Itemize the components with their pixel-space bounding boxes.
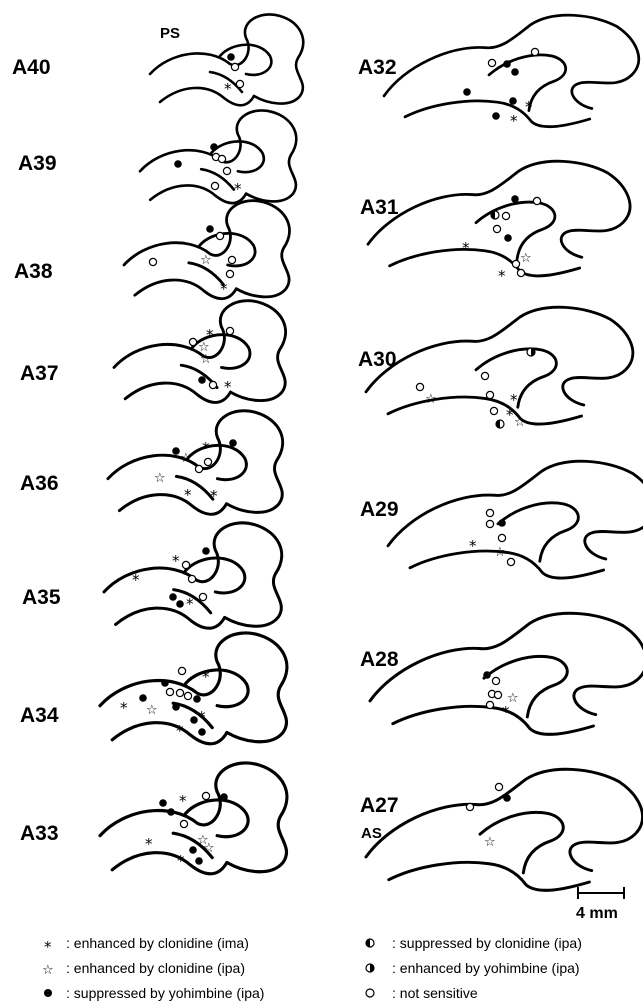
svg-text:☆: ☆	[494, 545, 506, 560]
section-label-a35: A35	[22, 586, 61, 609]
svg-text:☆: ☆	[520, 251, 532, 266]
svg-text:*: *	[224, 80, 232, 98]
filled-circle-icon	[44, 989, 52, 997]
legend-text-0: : enhanced by clonidine (ima)	[66, 935, 249, 951]
section-outline-a36	[108, 411, 283, 515]
star-outline-icon: ☆	[42, 963, 54, 978]
svg-text:*: *	[220, 280, 228, 298]
legend-text-5: : not sensitive	[392, 985, 478, 1001]
svg-text:*: *	[234, 180, 242, 198]
svg-text:*: *	[120, 699, 128, 717]
svg-text:☆: ☆	[200, 352, 212, 367]
svg-text:☆: ☆	[425, 392, 437, 407]
svg-text:☆: ☆	[484, 835, 496, 850]
svg-text:*: *	[498, 267, 506, 285]
principal-sulcus-label: PS	[160, 25, 180, 42]
legend-text-3: : suppressed by clonidine (ipa)	[392, 935, 582, 951]
section-outline-a27	[366, 769, 643, 890]
svg-text:*: *	[502, 703, 510, 721]
scale-bar: 4 mm	[576, 887, 624, 922]
scale-bar-label: 4 mm	[576, 905, 618, 922]
section-label-a32: A32	[358, 56, 397, 79]
svg-text:*: *	[132, 571, 140, 589]
section-label-a36: A36	[20, 472, 59, 495]
section-label-a37: A37	[20, 362, 59, 385]
section-outline-a29	[388, 461, 643, 578]
svg-text:☆: ☆	[203, 841, 215, 856]
svg-text:☆: ☆	[154, 471, 166, 486]
section-label-a38: A38	[14, 260, 53, 283]
section-outline-a38	[124, 201, 289, 299]
svg-text:*: *	[186, 595, 194, 613]
section-label-a31: A31	[360, 196, 399, 219]
section-label-a34: A34	[20, 704, 59, 727]
svg-text:*: *	[525, 98, 533, 116]
section-label-a40: A40	[12, 56, 51, 79]
section-outline-a30	[366, 307, 633, 424]
svg-text:☆: ☆	[180, 451, 192, 466]
svg-text:*: *	[210, 487, 218, 505]
section-outline-a33	[100, 763, 287, 874]
section-label-a27: A27	[360, 794, 399, 817]
section-label-a33: A33	[20, 822, 59, 845]
legend-text-4: : enhanced by yohimbine (ipa)	[392, 960, 580, 976]
svg-text:*: *	[198, 708, 206, 726]
open-circle-icon	[366, 989, 374, 997]
svg-text:*: *	[510, 112, 518, 130]
section-outline-a34	[100, 633, 287, 744]
svg-text:*: *	[176, 722, 184, 740]
svg-text:☆: ☆	[514, 415, 526, 430]
legend: * : enhanced by clonidine (ima) ☆ : enha…	[42, 935, 582, 1001]
recording-site-markers: * * ☆ * * ☆ ☆ * *☆ ☆** * * * * *☆ * *	[120, 48, 541, 870]
svg-text:*: *	[462, 239, 470, 257]
svg-text:*: *	[179, 792, 187, 810]
svg-text:*: *	[506, 406, 514, 424]
legend-text-2: : suppressed by yohimbine (ipa)	[66, 985, 264, 1001]
svg-text:*: *	[202, 668, 210, 686]
svg-text:☆: ☆	[146, 703, 158, 718]
svg-text:*: *	[469, 537, 477, 555]
section-label-a39: A39	[18, 152, 57, 175]
svg-text:*: *	[145, 835, 153, 853]
svg-text:*: *	[184, 486, 192, 504]
svg-text:*: *	[224, 378, 232, 396]
svg-text:*: *	[202, 439, 210, 457]
section-label-a28: A28	[360, 648, 399, 671]
svg-text:*: *	[172, 552, 180, 570]
section-outline-a31	[368, 161, 630, 276]
svg-text:☆: ☆	[200, 253, 212, 268]
section-label-a29: A29	[360, 498, 399, 521]
legend-text-1: : enhanced by clonidine (ipa)	[66, 960, 245, 976]
arcuate-sulcus-label: AS	[361, 825, 382, 842]
svg-text:*: *	[177, 852, 185, 870]
asterisk-icon: *	[44, 938, 52, 956]
